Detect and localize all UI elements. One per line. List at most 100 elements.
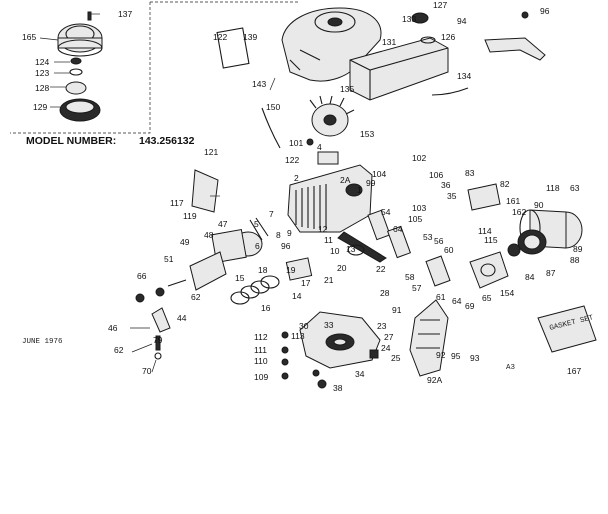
callout: 106 bbox=[429, 170, 443, 180]
callout: 150 bbox=[266, 102, 280, 112]
callout: 88 bbox=[570, 255, 580, 265]
callout: 133 bbox=[402, 14, 416, 24]
callout: 154 bbox=[500, 288, 514, 298]
callout: 99 bbox=[366, 178, 376, 188]
callout: 124 bbox=[35, 57, 49, 67]
callout: 167 bbox=[567, 366, 581, 376]
callout: 118 bbox=[546, 183, 560, 193]
fitting-parts bbox=[135, 293, 171, 360]
engine-block bbox=[287, 164, 373, 233]
callout: 62 bbox=[191, 292, 201, 302]
callout: 23 bbox=[377, 321, 387, 331]
callout: 139 bbox=[243, 32, 257, 42]
callout: 135 bbox=[340, 84, 354, 94]
callout: 96 bbox=[281, 241, 291, 251]
callout: 94 bbox=[457, 16, 467, 26]
callout: 19 bbox=[286, 265, 296, 275]
callout: 14 bbox=[292, 291, 302, 301]
callout: 5 bbox=[254, 219, 259, 229]
callout: 44 bbox=[177, 313, 187, 323]
callout: 127 bbox=[433, 0, 447, 10]
callout: 89 bbox=[573, 244, 583, 254]
callout: 91 bbox=[392, 305, 402, 315]
model-number-value: 143.256132 bbox=[139, 135, 195, 147]
callout: 83 bbox=[465, 168, 475, 178]
callout: 17 bbox=[301, 278, 311, 288]
callout: 121 bbox=[204, 147, 218, 157]
callout: 63 bbox=[570, 183, 580, 193]
callout: 27 bbox=[384, 332, 394, 342]
callout: 34 bbox=[355, 369, 365, 379]
callout: 38 bbox=[333, 383, 343, 393]
callout: 79 bbox=[153, 335, 163, 345]
callout: 102 bbox=[412, 153, 426, 163]
starter-inset bbox=[10, 1, 300, 134]
callout: 143 bbox=[252, 79, 266, 89]
callout: 137 bbox=[118, 9, 132, 19]
callout: 66 bbox=[137, 271, 147, 281]
leader-lines bbox=[39, 13, 276, 373]
callout: 84 bbox=[525, 272, 535, 282]
callout: 20 bbox=[337, 263, 347, 273]
callout: 21 bbox=[324, 275, 334, 285]
callout: 47 bbox=[218, 219, 228, 229]
callout: 4 bbox=[317, 142, 322, 152]
callout: 2 bbox=[294, 173, 299, 183]
callout: 70 bbox=[142, 366, 152, 376]
callout: 111 bbox=[254, 345, 267, 355]
callout: 15 bbox=[235, 273, 245, 283]
callout: 123 bbox=[35, 68, 49, 78]
callout: 115 bbox=[484, 235, 498, 245]
callout: 8 bbox=[276, 230, 281, 240]
callout: 7 bbox=[269, 209, 274, 219]
callout: 65 bbox=[482, 293, 492, 303]
callout: 82 bbox=[500, 179, 510, 189]
callout: 54 bbox=[381, 207, 391, 217]
callout: 109 bbox=[254, 372, 268, 382]
callout: 90 bbox=[534, 200, 544, 210]
callout: 28 bbox=[380, 288, 390, 298]
callout: 1 bbox=[357, 185, 362, 195]
callout: 22 bbox=[376, 264, 386, 274]
valve-plates bbox=[367, 209, 451, 287]
callout: 117 bbox=[170, 198, 184, 208]
callout: 129 bbox=[33, 102, 47, 112]
drive-pulley-group bbox=[507, 209, 583, 257]
callout: 9 bbox=[287, 228, 292, 238]
callout: 114 bbox=[478, 226, 492, 236]
washer-part bbox=[70, 57, 82, 65]
callout: 18 bbox=[258, 265, 268, 275]
date-label: JUNE 1976 bbox=[22, 338, 63, 346]
muffler-group bbox=[409, 299, 449, 377]
callout: 165 bbox=[22, 32, 36, 42]
callout: 12 bbox=[318, 224, 328, 234]
right-carburetor-group bbox=[467, 183, 509, 289]
gasket-set-manual: GASKET SET bbox=[537, 305, 597, 353]
stamp-label: A3 bbox=[506, 364, 516, 372]
callout: 134 bbox=[457, 71, 471, 81]
model-number-label: MODEL NUMBER: bbox=[26, 135, 116, 147]
callout: 62 bbox=[114, 345, 124, 355]
callout: 51 bbox=[164, 254, 174, 264]
callout: 161 bbox=[506, 196, 520, 206]
callout: 6 bbox=[255, 241, 260, 251]
callout: 35 bbox=[447, 191, 457, 201]
callout: 48 bbox=[204, 230, 214, 240]
callout: 25 bbox=[391, 353, 401, 363]
fuel-tank bbox=[349, 12, 469, 101]
callout: 58 bbox=[405, 272, 415, 282]
callout: 61 bbox=[436, 292, 446, 302]
callout: 122 bbox=[213, 32, 227, 42]
plate-part bbox=[216, 27, 250, 69]
callout: 60 bbox=[444, 245, 454, 255]
callout: 24 bbox=[381, 343, 391, 353]
callout: 103 bbox=[412, 203, 426, 213]
callout: 53 bbox=[423, 232, 433, 242]
washer-part bbox=[69, 68, 83, 76]
callout: 13 bbox=[346, 244, 356, 254]
callout: 104 bbox=[372, 169, 386, 179]
callout: 93 bbox=[470, 353, 480, 363]
callout: 36 bbox=[441, 180, 451, 190]
callout: 11 bbox=[324, 235, 333, 245]
callout: 56 bbox=[434, 236, 444, 246]
